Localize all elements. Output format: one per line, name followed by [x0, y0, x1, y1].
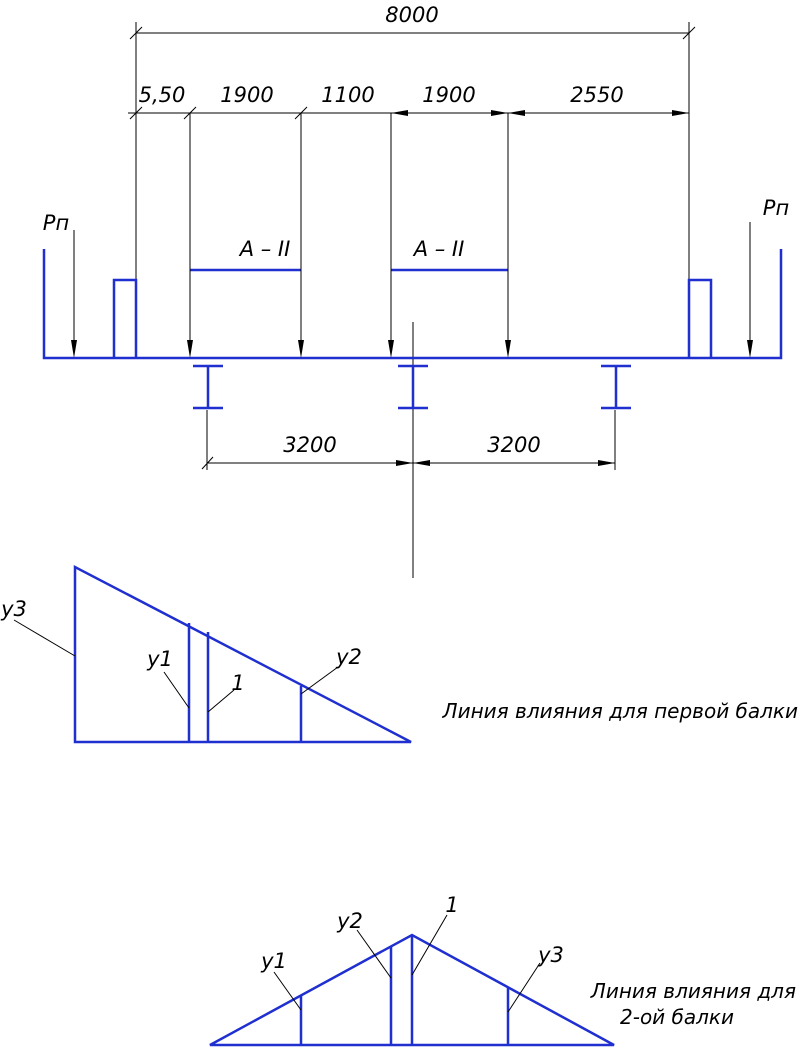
label-y2: y2 — [336, 909, 363, 933]
segment-dimension-text: 5,50 — [139, 83, 186, 107]
label-y3: y3 — [0, 597, 27, 621]
beam-1-icon — [193, 364, 223, 410]
segment-dimension-text: 2550 — [570, 83, 623, 107]
beam-spacing-text: 3200 — [487, 433, 540, 457]
influence-line-2-caption-line1: Линия влияния для — [590, 979, 796, 1003]
segment-dimension-text: 1900 — [422, 83, 475, 107]
overall-dimension-text: 8000 — [385, 3, 438, 27]
influence-line-2-caption-line2: 2-ой балки — [620, 1005, 734, 1029]
segment-dimension-text: 1100 — [321, 83, 374, 107]
dimension-lines — [128, 22, 696, 578]
label-y1: y1 — [260, 949, 287, 973]
influence-line-first-beam — [13, 564, 412, 744]
segment-dimension-text: 1900 — [220, 83, 273, 107]
influence-triangle-1 — [73, 564, 412, 744]
label-y3: y3 — [537, 943, 564, 967]
load-arrows — [71, 113, 753, 358]
label-unit: 1 — [445, 893, 458, 917]
beam-3-icon — [601, 364, 631, 410]
beam-2-icon — [398, 364, 428, 410]
label-y2: y2 — [335, 645, 362, 669]
influence-line-1-caption: Линия влияния для первой балки — [442, 699, 798, 723]
label-unit: 1 — [231, 671, 244, 695]
label-y1: y1 — [146, 647, 173, 671]
curb-left — [112, 278, 138, 358]
beam-spacing-text: 3200 — [283, 433, 336, 457]
axle-load-label-2: A – II — [412, 237, 465, 261]
deck-slab — [42, 249, 783, 360]
deck-structure — [42, 249, 783, 410]
axle-load-label-1: A – II — [238, 237, 291, 261]
pedestrian-load-label-left: Рп — [43, 211, 69, 235]
curb-right — [687, 278, 713, 358]
influence-line-second-beam — [209, 914, 615, 1047]
pedestrian-load-label-right: Рп — [763, 196, 789, 220]
